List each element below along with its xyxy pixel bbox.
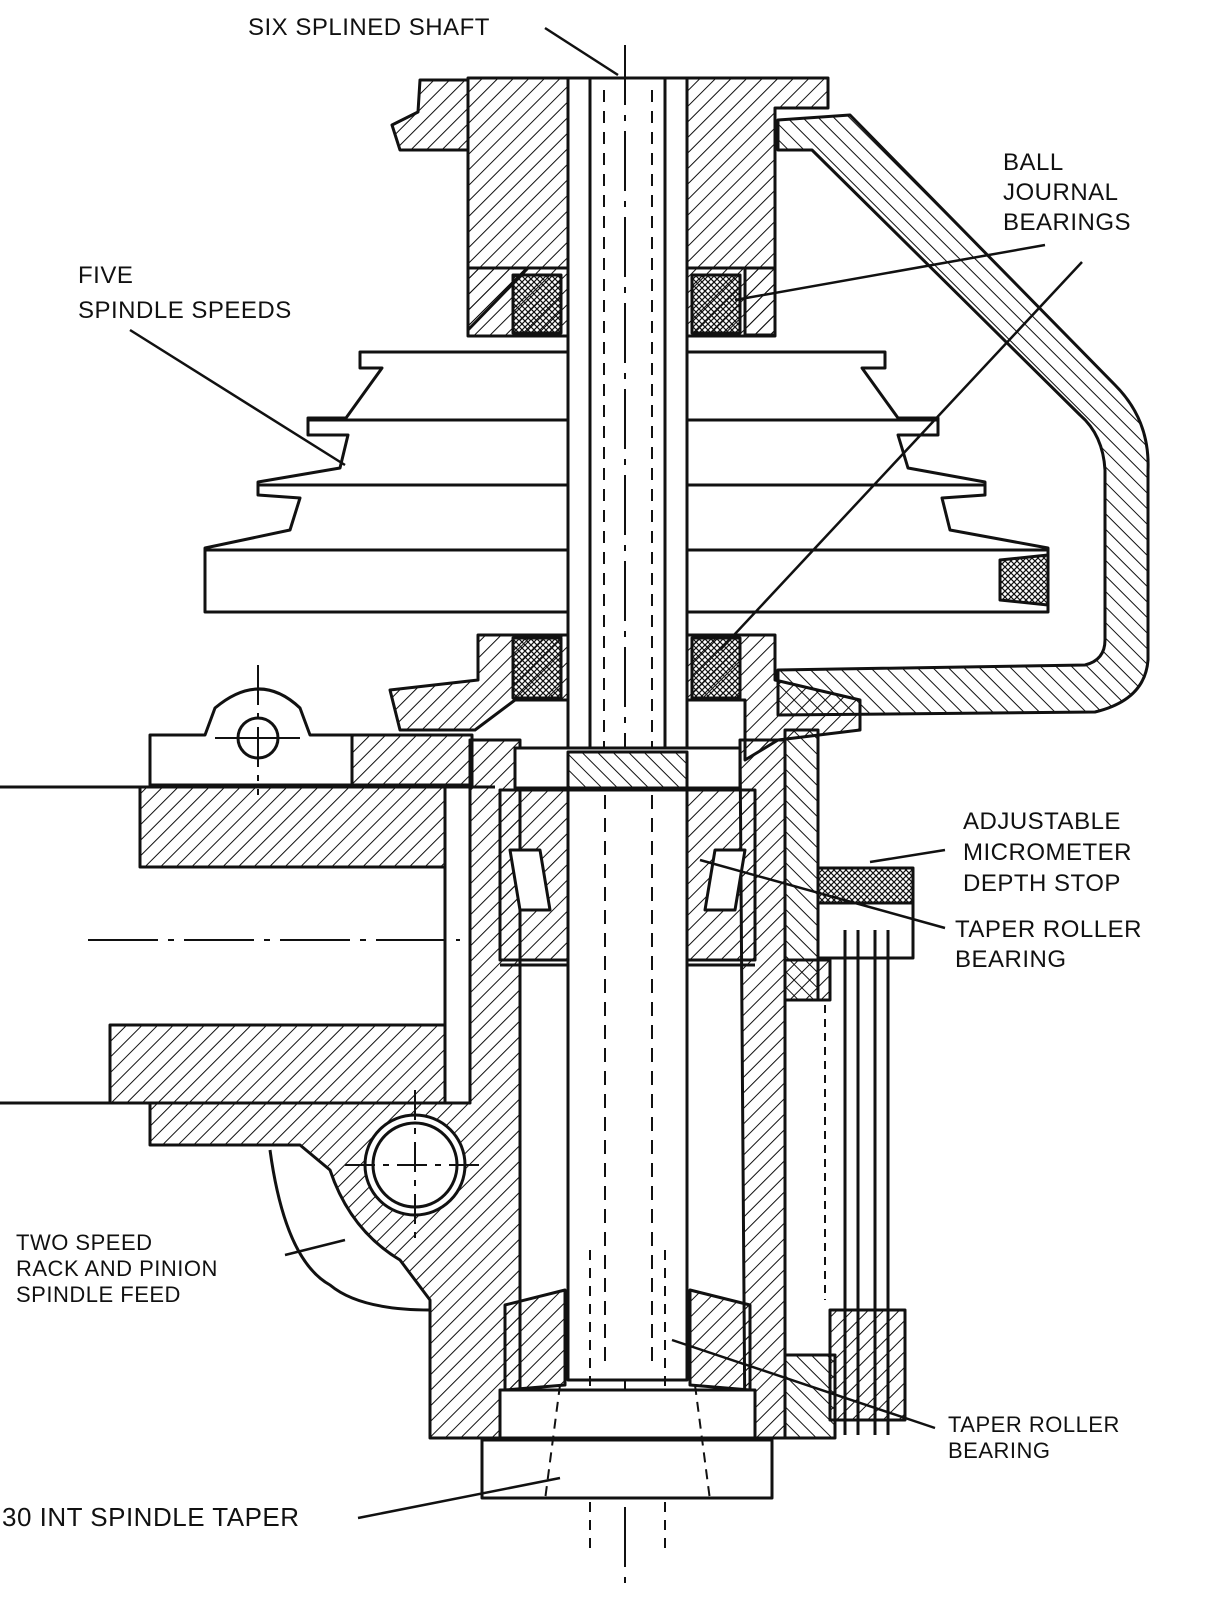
- label-line: BEARING: [948, 1438, 1051, 1463]
- lower-taper-roller-bearing: [498, 1288, 757, 1440]
- label-line: JOURNAL: [1003, 179, 1119, 206]
- upper-ball-bearings: [511, 273, 742, 335]
- label-spindle-taper: 30 INT SPINDLE TAPER: [2, 1502, 300, 1532]
- depth-stop-assembly: [783, 866, 915, 1440]
- label-taper-roller-bearing-lower: TAPER ROLLER BEARING: [948, 1412, 1120, 1464]
- label-line: TAPER ROLLER: [948, 1412, 1120, 1437]
- label-line: ADJUSTABLE: [963, 808, 1121, 835]
- label-line: DEPTH STOP: [963, 870, 1121, 897]
- splined-shaft: [566, 76, 689, 760]
- belt-guard: [776, 113, 1150, 717]
- label-line: SPINDLE SPEEDS: [78, 297, 292, 324]
- label-line: SPINDLE FEED: [16, 1282, 181, 1307]
- upper-taper-roller-bearing: [498, 746, 757, 967]
- label-five-spindle-speeds: FIVE SPINDLE SPEEDS: [78, 258, 292, 328]
- label-line: BALL: [1003, 149, 1064, 176]
- label-line: RACK AND PINION: [16, 1256, 218, 1281]
- label-line: BEARINGS: [1003, 209, 1132, 236]
- label-line: TAPER ROLLER: [955, 916, 1142, 943]
- quill-housing: [148, 728, 820, 1440]
- spindle-nose: [480, 1438, 774, 1500]
- label-two-speed-feed: TWO SPEED RACK AND PINION SPINDLE FEED: [16, 1230, 218, 1308]
- spindle-taper-outline: [544, 1384, 711, 1501]
- label-ball-journal-bearings: BALL JOURNAL BEARINGS: [1003, 148, 1131, 238]
- label-adjustable-depth-stop: ADJUSTABLE MICROMETER DEPTH STOP: [963, 806, 1132, 899]
- leader-lines: [129, 26, 1083, 1520]
- label-line: FIVE: [78, 262, 134, 289]
- stepped-pulley: [203, 350, 1050, 614]
- label-line: MICROMETER: [963, 839, 1132, 866]
- label-taper-roller-bearing-upper: TAPER ROLLER BEARING: [955, 915, 1142, 975]
- label-line: BEARING: [955, 946, 1067, 973]
- label-six-splined-shaft: SIX SPLINED SHAFT: [248, 14, 490, 41]
- label-line: TWO SPEED: [16, 1230, 153, 1255]
